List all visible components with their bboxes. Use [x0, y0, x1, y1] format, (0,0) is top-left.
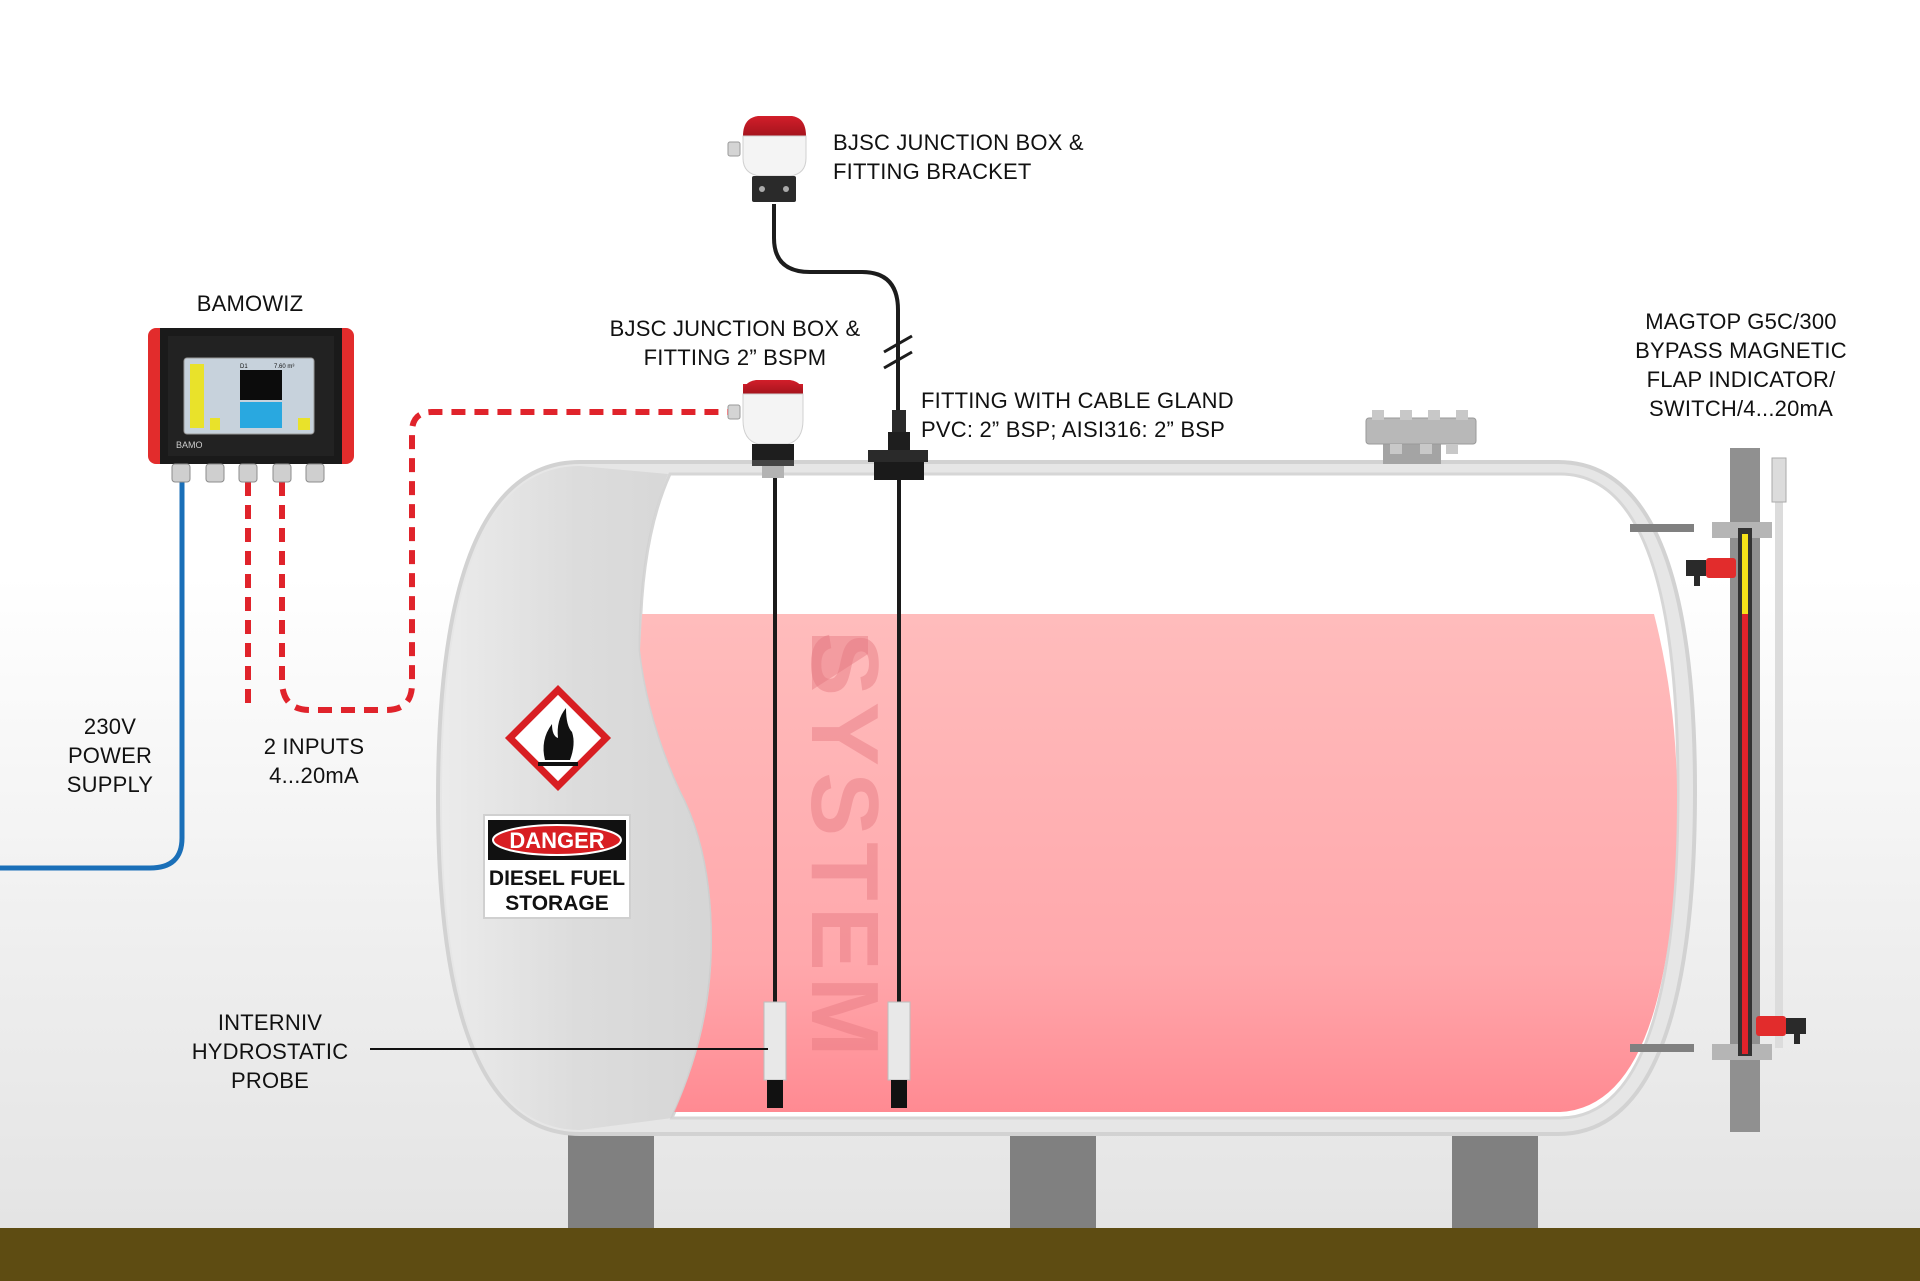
- device-brand: BAMO: [176, 440, 203, 450]
- probe-cable: [772, 204, 900, 410]
- label-bamowiz-text: BAMOWIZ: [196, 291, 304, 316]
- junction-box-bracket: [727, 116, 807, 202]
- label-line: 230V: [83, 714, 137, 739]
- label-junction-box-bracket: BJSC JUNCTION BOX & FITTING BRACKET: [833, 128, 1153, 186]
- label-line: POWER: [67, 743, 153, 768]
- label-line: HYDROSTATIC: [191, 1039, 349, 1064]
- label-line: BJSC JUNCTION BOX &: [833, 130, 1084, 155]
- label-line: FITTING WITH CABLE GLAND: [921, 388, 1234, 413]
- label-line: BJSC JUNCTION BOX &: [609, 316, 861, 341]
- junction-box-icon: [727, 380, 804, 478]
- label-line: 4...20mA: [269, 763, 359, 788]
- label-magtop: MAGTOP G5C/300 BYPASS MAGNETIC FLAP INDI…: [1610, 307, 1872, 423]
- top-flange: [1365, 410, 1477, 464]
- danger-sign-title: DANGER: [509, 828, 604, 853]
- signal-cable: [245, 409, 728, 713]
- label-power-supply: 230V POWER SUPPLY: [40, 712, 180, 799]
- label-junction-box-bspm: BJSC JUNCTION BOX & FITTING 2” BSPM: [595, 314, 875, 372]
- label-line: PROBE: [230, 1068, 310, 1093]
- danger-sign-line1: DIESEL FUEL: [489, 867, 625, 890]
- label-line: SUPPLY: [66, 772, 154, 797]
- magnetic-switch-icon: [1686, 558, 1736, 586]
- bamowiz-controller: D1 7.60 m³ BAMO: [148, 328, 354, 483]
- label-line: BYPASS MAGNETIC: [1635, 338, 1847, 363]
- device-screen-right: 7.60 m³: [274, 364, 294, 370]
- label-line: MAGTOP G5C/300: [1645, 309, 1837, 334]
- tank-end-cap: [442, 466, 712, 1130]
- device-screen-left: D1: [240, 364, 248, 370]
- label-hydrostatic-probe: INTERNIV HYDROSTATIC PROBE: [170, 1008, 370, 1095]
- cable-glands: [171, 463, 325, 483]
- flame-hazard-icon: [504, 684, 612, 792]
- label-line: INTERNIV: [217, 1010, 323, 1035]
- danger-sign-line2: STORAGE: [505, 892, 608, 915]
- label-inputs: 2 INPUTS 4...20mA: [234, 732, 394, 790]
- ground: [0, 1228, 1920, 1281]
- label-line: FITTING BRACKET: [833, 159, 1032, 184]
- power-cable: [0, 482, 185, 871]
- watermark: SYSTEM: [791, 632, 898, 1063]
- hydrostatic-probe-1: [763, 478, 787, 1108]
- label-line: PVC: 2” BSP; AISI316: 2” BSP: [921, 417, 1225, 442]
- label-fitting-cable-gland: FITTING WITH CABLE GLAND PVC: 2” BSP; AI…: [921, 386, 1341, 444]
- cable-gland-fitting: [868, 410, 928, 480]
- label-line: FLAP INDICATOR/: [1646, 367, 1836, 392]
- watermark-logo: [812, 636, 868, 690]
- danger-sign: DANGER DIESEL FUEL STORAGE: [483, 814, 631, 919]
- label-line: SWITCH/4...20mA: [1649, 396, 1833, 421]
- label-bamowiz: BAMOWIZ: [150, 289, 350, 318]
- tank-legs: [568, 1132, 1538, 1228]
- label-line: 2 INPUTS: [263, 734, 365, 759]
- hydrostatic-probe-2: [887, 478, 911, 1108]
- magnetic-switch-icon: [1756, 1016, 1806, 1044]
- label-line: FITTING 2” BSPM: [643, 345, 827, 370]
